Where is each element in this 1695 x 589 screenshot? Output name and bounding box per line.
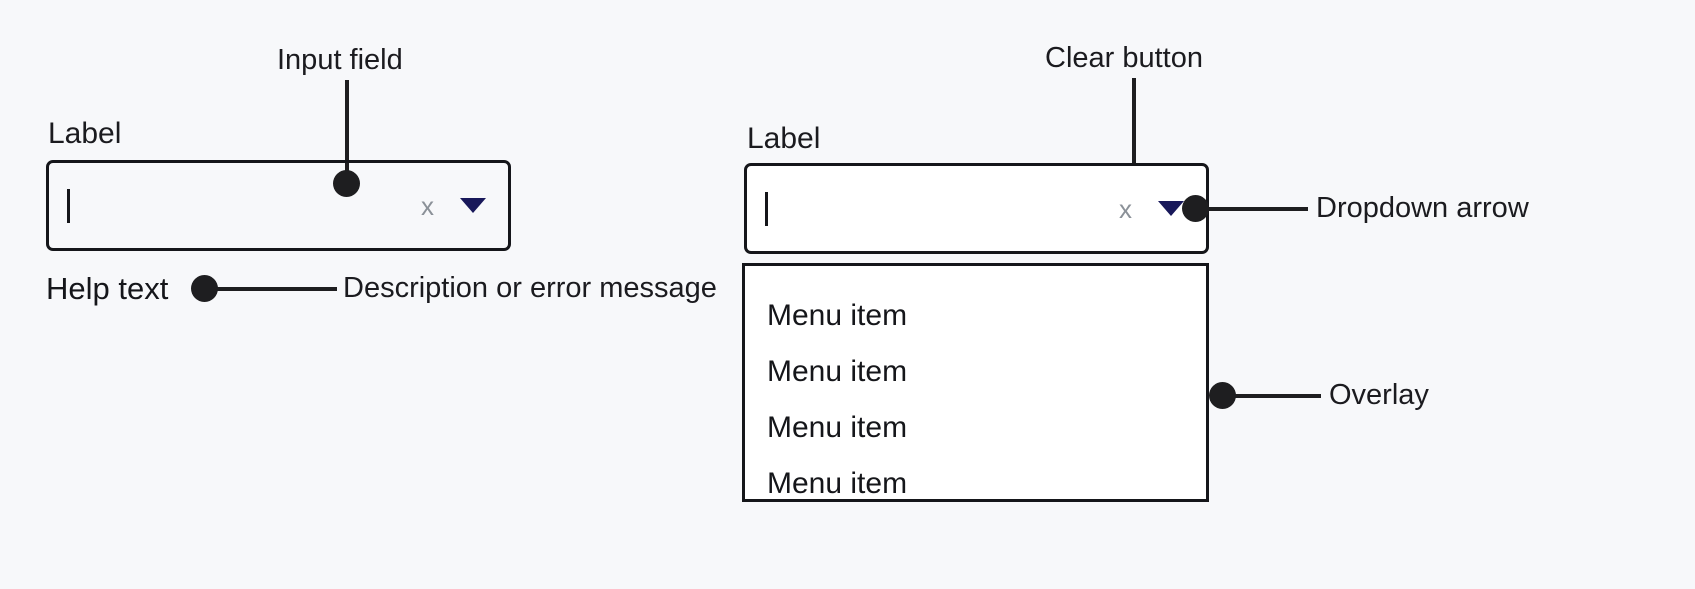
left-field-help-text: Help text <box>46 271 169 306</box>
text-caret <box>67 188 70 223</box>
annotation-label-overlay: Overlay <box>1329 379 1429 411</box>
menu-item-label: Menu item <box>767 411 908 444</box>
menu-item-label: Menu item <box>767 299 908 332</box>
dropdown-arrow-icon[interactable] <box>1158 201 1184 216</box>
left-field-label: Label <box>48 117 122 150</box>
annotation-dot-dropdown-arrow <box>1182 195 1209 222</box>
menu-item-label: Menu item <box>767 467 908 500</box>
combobox-input-field-right[interactable]: x <box>744 163 1209 254</box>
annotation-dot-overlay <box>1209 382 1236 409</box>
left-field-value[interactable] <box>67 188 421 223</box>
annotation-label-input-field: Input field <box>277 44 403 76</box>
combobox-input-field-left[interactable]: x <box>46 160 511 251</box>
list-item[interactable]: Menu item <box>745 400 1206 456</box>
right-field-actions: x <box>1119 196 1188 222</box>
annotation-dot-input-field <box>333 170 360 197</box>
annotation-dot-help-text <box>191 275 218 302</box>
annotation-leader-input-field <box>345 80 349 185</box>
clear-x-icon[interactable]: x <box>1119 193 1132 224</box>
annotation-leader-dropdown-arrow <box>1207 207 1308 211</box>
annotation-label-clear-button: Clear button <box>1045 42 1203 74</box>
dropdown-arrow-icon[interactable] <box>460 198 486 213</box>
list-item[interactable]: Menu item <box>745 288 1206 344</box>
annotation-leader-help-text <box>216 287 337 291</box>
text-caret <box>765 191 768 226</box>
left-field-actions: x <box>421 193 490 219</box>
annotation-label-dropdown-arrow: Dropdown arrow <box>1316 192 1529 224</box>
right-field-label: Label <box>747 122 821 155</box>
right-field-value[interactable] <box>765 191 1119 226</box>
annotation-leader-clear-button <box>1132 78 1136 181</box>
annotation-leader-overlay <box>1234 394 1321 398</box>
annotation-label-help-description: Description or error message <box>343 272 717 304</box>
list-item[interactable]: Menu item <box>745 456 1206 512</box>
menu-item-label: Menu item <box>767 355 908 388</box>
overlay-menu-panel[interactable]: Menu item Menu item Menu item Menu item <box>742 263 1209 502</box>
clear-x-icon[interactable]: x <box>421 190 434 221</box>
list-item[interactable]: Menu item <box>745 344 1206 400</box>
